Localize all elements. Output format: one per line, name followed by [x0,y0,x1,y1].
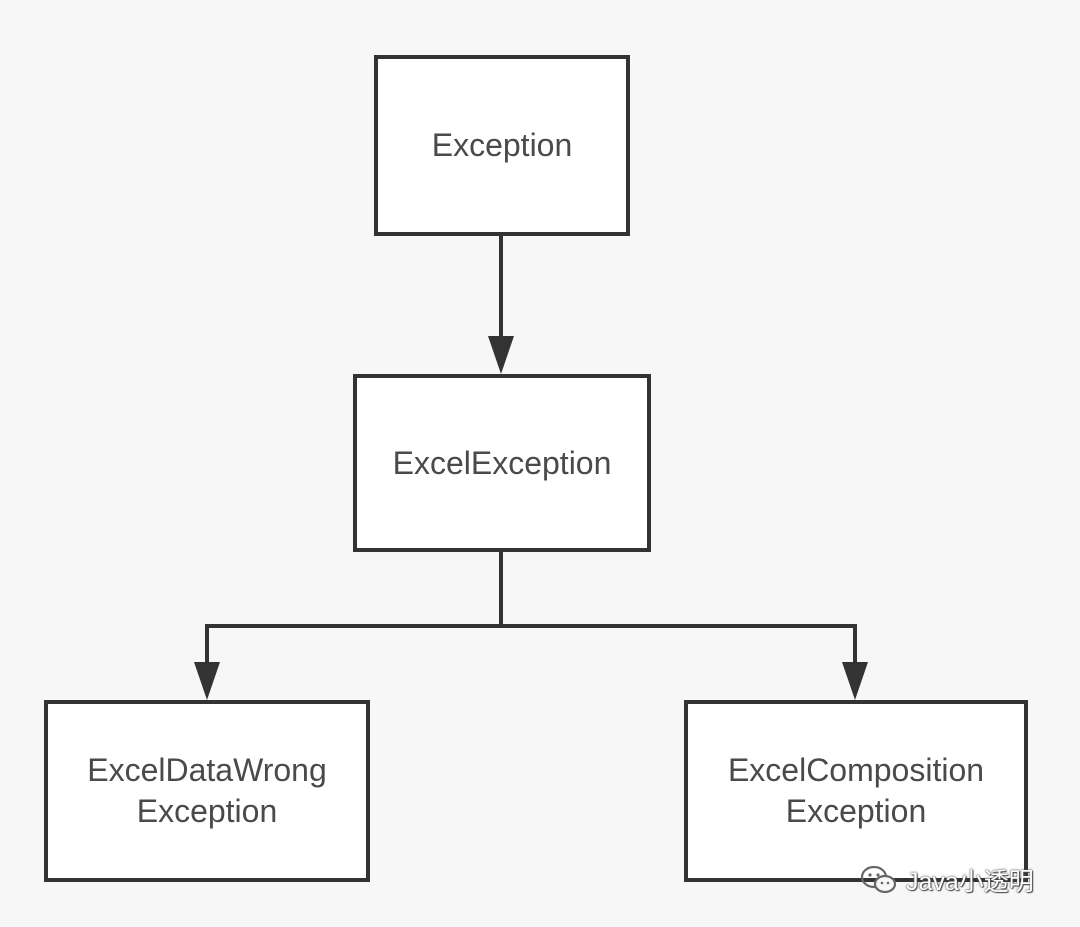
arrowhead-excel-exception [488,336,514,374]
node-label: ExcelException [392,444,612,481]
arrowhead-excel-data-wrong-exception [194,662,220,700]
node-label-line-1: ExcelComposition [727,752,985,788]
node-label-line-2: Exception [785,793,927,829]
node-excel-exception: ExcelException [353,374,651,552]
node-label-line-1: ExcelDataWrong [87,752,327,788]
watermark-text: Java小透明 [906,868,1034,896]
wechat-icon [860,865,897,894]
node-excel-data-wrong-exception: ExcelDataWrong Exception [44,700,370,882]
arrowhead-excel-composition-exception [842,662,868,700]
node-label: Exception [431,127,573,163]
watermark: Java小透明 [860,860,1034,900]
node-excel-composition-exception: ExcelComposition Exception [684,700,1028,882]
node-exception: Exception [374,55,630,236]
node-label-line-2: Exception [136,793,278,829]
